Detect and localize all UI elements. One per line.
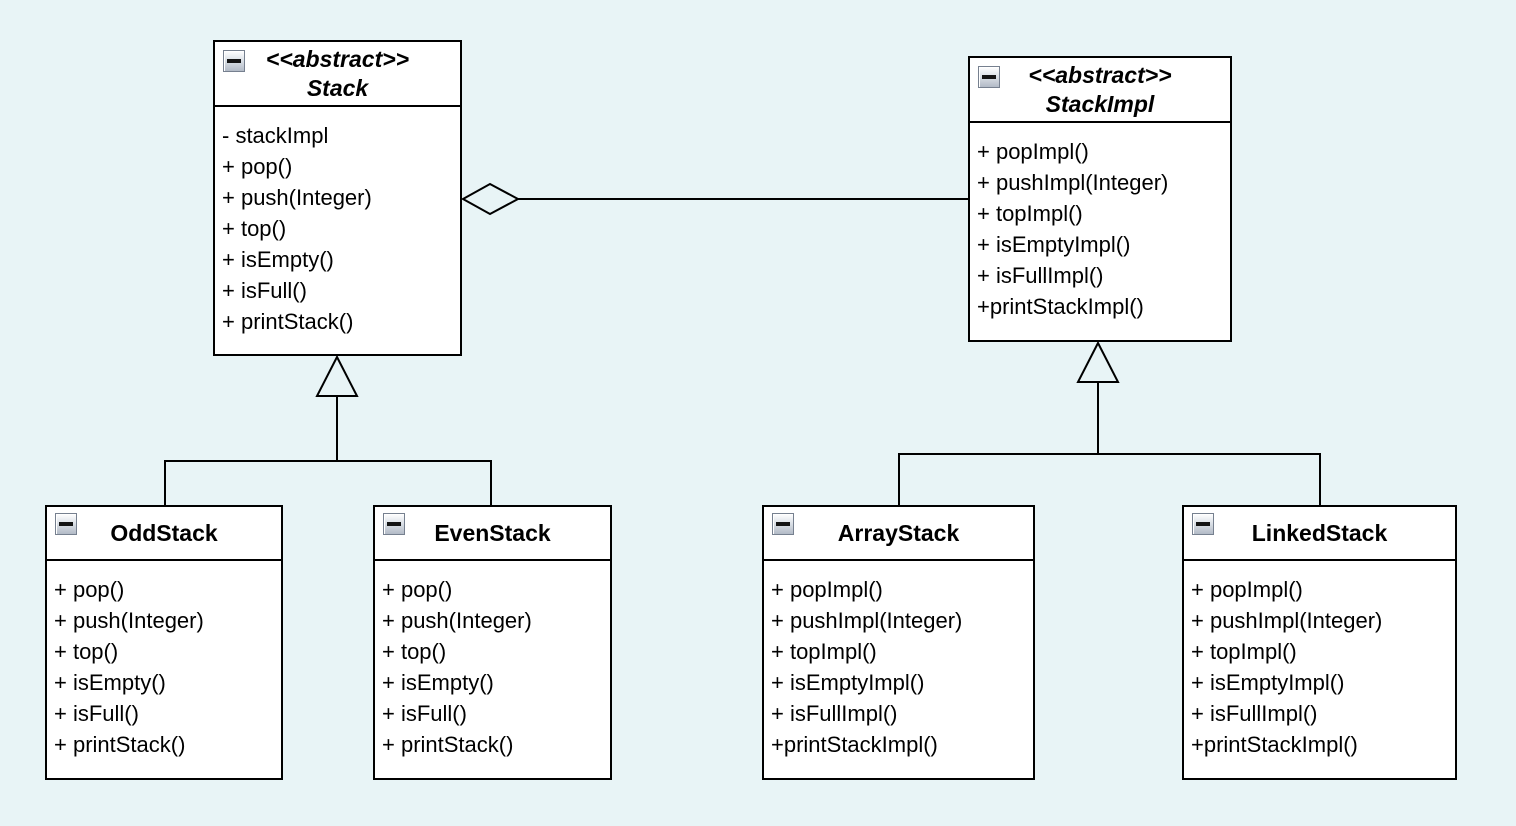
member-row: - stackImpl (222, 123, 329, 148)
generalization-group-stack[interactable] (164, 354, 492, 507)
class-members-stack: - stackImpl + pop() + push(Integer) + to… (215, 107, 460, 337)
member-row: + top() (222, 216, 287, 241)
class-header-arraystack: ArrayStack (764, 507, 1033, 561)
member-row: + isEmpty() (222, 247, 334, 272)
class-members-evenstack: + pop() + push(Integer) + top() + isEmpt… (375, 561, 610, 760)
minus-glyph (387, 522, 401, 526)
member-row: + printStack() (54, 732, 186, 757)
member-row: + top() (54, 639, 119, 664)
minus-glyph (59, 522, 73, 526)
class-name: EvenStack (434, 519, 551, 546)
member-row: + popImpl() (771, 577, 883, 602)
class-header-linkedstack: LinkedStack (1184, 507, 1455, 561)
class-members-linkedstack: + popImpl() + pushImpl(Integer) + topImp… (1184, 561, 1455, 760)
collapse-minus-icon[interactable] (223, 50, 245, 72)
member-row: + isFull() (222, 278, 307, 303)
class-name: ArrayStack (837, 519, 960, 546)
generalization-group-stackimpl[interactable] (898, 340, 1321, 507)
class-box-stack[interactable]: <<abstract>> Stack - stackImpl + pop() +… (213, 40, 462, 356)
member-row: + pop() (54, 577, 125, 602)
class-members-arraystack: + popImpl() + pushImpl(Integer) + topImp… (764, 561, 1033, 760)
member-row: + isFullImpl() (1191, 701, 1318, 726)
member-row: + isEmpty() (54, 670, 166, 695)
member-row: + isFullImpl() (771, 701, 898, 726)
collapse-minus-icon[interactable] (383, 513, 405, 535)
aggregation-stack-stackimpl[interactable] (460, 182, 968, 216)
class-members-stackimpl: + popImpl() + pushImpl(Integer) + topImp… (970, 123, 1230, 322)
member-row: + pop() (382, 577, 453, 602)
collapse-minus-icon[interactable] (1192, 513, 1214, 535)
minus-glyph (1196, 522, 1210, 526)
aggregation-diamond-icon[interactable] (460, 182, 521, 216)
member-row: + topImpl() (771, 639, 877, 664)
class-box-stackimpl[interactable]: <<abstract>> StackImpl + popImpl() + pus… (968, 56, 1232, 342)
collapse-minus-icon[interactable] (772, 513, 794, 535)
class-header-evenstack: EvenStack (375, 507, 610, 561)
member-row: + pushImpl(Integer) (771, 608, 963, 633)
class-name: OddStack (110, 519, 218, 546)
collapse-minus-icon[interactable] (978, 66, 1000, 88)
member-row: + isFullImpl() (977, 263, 1104, 288)
member-row: + push(Integer) (222, 185, 372, 210)
class-header-oddstack: OddStack (47, 507, 281, 561)
member-row: + printStack() (222, 309, 354, 334)
class-members-oddstack: + pop() + push(Integer) + top() + isEmpt… (47, 561, 281, 760)
member-row: + pop() (222, 154, 293, 179)
member-row: + push(Integer) (54, 608, 204, 633)
member-row: + popImpl() (1191, 577, 1303, 602)
member-row: + isFull() (54, 701, 139, 726)
generalization-triangle-stackimpl-icon[interactable] (1076, 340, 1120, 383)
class-name: StackImpl (1045, 90, 1155, 117)
member-row: + isEmptyImpl() (771, 670, 925, 695)
member-row: + isFull() (382, 701, 467, 726)
class-header-stack: <<abstract>> Stack (215, 42, 460, 107)
member-row: + printStack() (382, 732, 514, 757)
class-box-oddstack[interactable]: OddStack + pop() + push(Integer) + top()… (45, 505, 283, 780)
member-row: + pushImpl(Integer) (1191, 608, 1383, 633)
member-row: + top() (382, 639, 447, 664)
member-row: + topImpl() (977, 201, 1083, 226)
minus-glyph (776, 522, 790, 526)
member-row: + popImpl() (977, 139, 1089, 164)
class-name: Stack (306, 74, 369, 101)
class-stereotype: <<abstract>> (265, 45, 410, 72)
member-row: +printStackImpl() (1191, 732, 1358, 757)
generalization-triangle-stack-icon[interactable] (315, 354, 359, 397)
member-row: + pushImpl(Integer) (977, 170, 1169, 195)
collapse-minus-icon[interactable] (55, 513, 77, 535)
member-row: + isEmpty() (382, 670, 494, 695)
minus-glyph (982, 75, 996, 79)
class-stereotype: <<abstract>> (1028, 61, 1172, 88)
member-row: + isEmptyImpl() (977, 232, 1131, 257)
class-box-linkedstack[interactable]: LinkedStack + popImpl() + pushImpl(Integ… (1182, 505, 1457, 780)
member-row: + topImpl() (1191, 639, 1297, 664)
class-header-stackimpl: <<abstract>> StackImpl (970, 58, 1230, 123)
class-name: LinkedStack (1251, 519, 1388, 546)
class-box-evenstack[interactable]: EvenStack + pop() + push(Integer) + top(… (373, 505, 612, 780)
member-row: +printStackImpl() (977, 294, 1144, 319)
member-row: + isEmptyImpl() (1191, 670, 1345, 695)
minus-glyph (227, 59, 241, 63)
member-row: + push(Integer) (382, 608, 532, 633)
class-box-arraystack[interactable]: ArrayStack + popImpl() + pushImpl(Intege… (762, 505, 1035, 780)
member-row: +printStackImpl() (771, 732, 938, 757)
